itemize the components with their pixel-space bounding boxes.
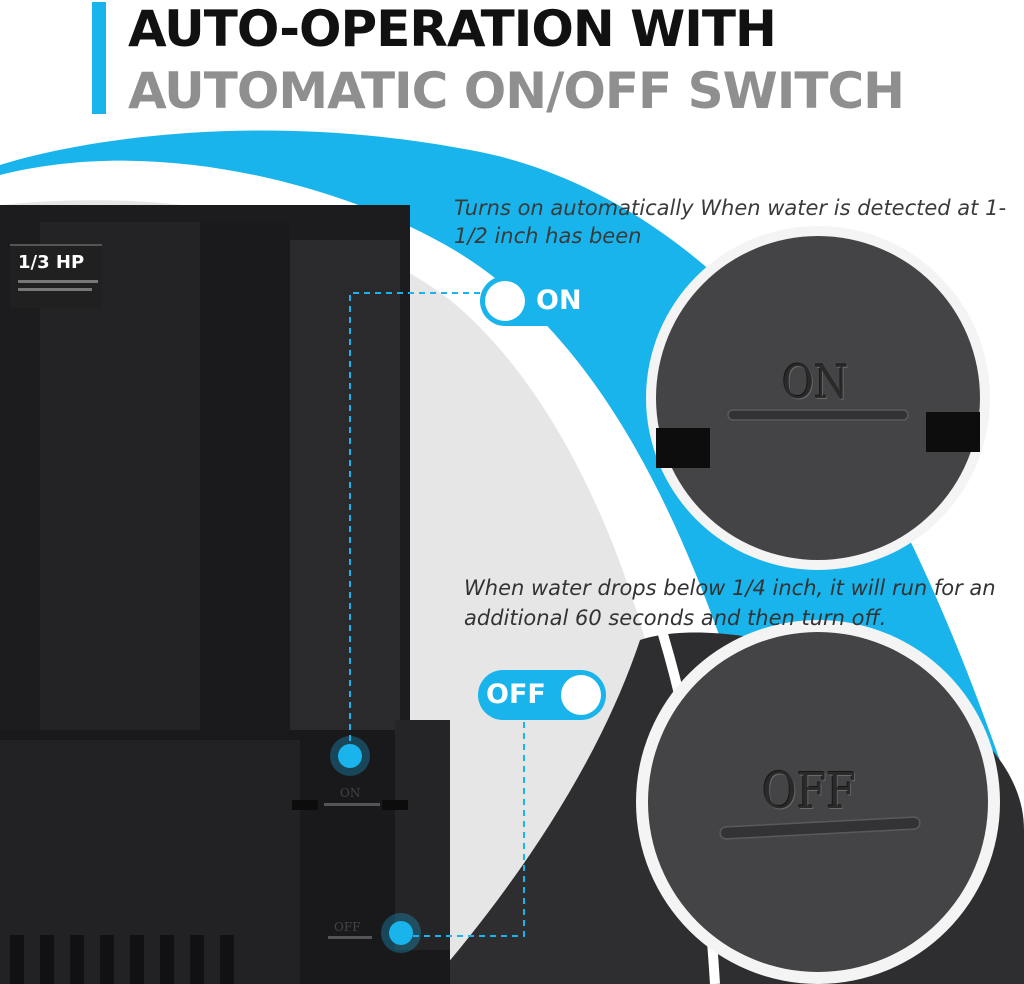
sticker-fine-print bbox=[18, 288, 92, 291]
off-toggle-badge: OFF bbox=[478, 670, 606, 720]
zoom-circle-on bbox=[646, 226, 990, 570]
toggle-knob bbox=[561, 675, 601, 715]
pump-body bbox=[0, 205, 450, 984]
zoom-on-marking: ON bbox=[782, 355, 849, 409]
dashed-guides bbox=[349, 292, 525, 937]
pump-power-sticker: 1/3 HP bbox=[10, 244, 102, 308]
on-description: Turns on automatically When water is det… bbox=[454, 196, 1007, 248]
pump-power-label: 1/3 HP bbox=[18, 252, 85, 273]
pump-off-marking: OFF bbox=[334, 920, 361, 934]
off-toggle-label: OFF bbox=[486, 679, 546, 710]
title-accent-bar bbox=[92, 2, 106, 114]
pump-on-marking: ON bbox=[340, 786, 361, 800]
sticker-fine-print bbox=[18, 280, 98, 283]
on-toggle-label: ON bbox=[536, 285, 582, 316]
headline-line2: AUTOMATIC ON/OFF SWITCH bbox=[128, 62, 905, 120]
off-indicator-dot bbox=[389, 921, 413, 945]
headline-line1: AUTO-OPERATION WITH bbox=[128, 0, 777, 58]
on-toggle-badge: ON bbox=[480, 276, 606, 326]
toggle-knob bbox=[485, 281, 525, 321]
on-indicator-dot bbox=[338, 744, 362, 768]
zoom-off-marking: OFF bbox=[762, 762, 856, 820]
zoom-circle-off bbox=[636, 620, 1000, 984]
off-description: When water drops below 1/4 inch, it will… bbox=[464, 576, 996, 630]
